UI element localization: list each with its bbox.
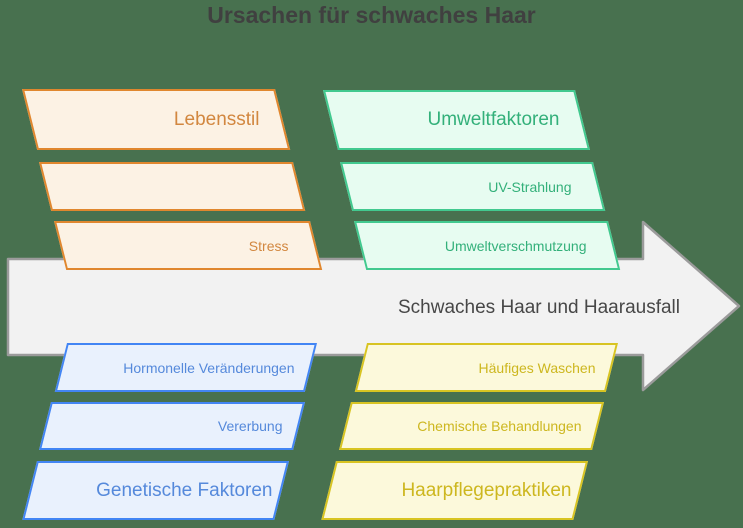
category-haarpflegepraktiken: Haarpflegepraktiken bbox=[321, 461, 588, 520]
cause-stress-label: Stress bbox=[248, 237, 289, 254]
main-arrow-label: Schwaches Haar und Haarausfall bbox=[398, 297, 680, 318]
cause-hormonelle-veraenderungen-label: Hormonelle Veränderungen bbox=[123, 359, 295, 376]
cause-vererbung-label: Vererbung bbox=[217, 418, 283, 434]
category-umweltfaktoren-label: Umweltfaktoren bbox=[427, 109, 560, 130]
cause-stress: Stress bbox=[54, 221, 323, 270]
category-lebensstil-label: Lebensstil bbox=[173, 108, 260, 130]
cause-lebensstil-empty-label bbox=[41, 164, 291, 209]
category-umweltfaktoren: Umweltfaktoren bbox=[323, 90, 590, 150]
cause-lebensstil-empty bbox=[39, 162, 306, 211]
cause-uv-strahlung-label: UV-Strahlung bbox=[488, 178, 572, 195]
cause-haeufiges-waschen-label: Häufiges Waschen bbox=[478, 359, 596, 376]
category-genetische-faktoren: Genetische Faktoren bbox=[22, 461, 290, 520]
category-genetische-faktoren-label: Genetische Faktoren bbox=[96, 479, 273, 501]
cause-haeufiges-waschen: Häufiges Waschen bbox=[354, 343, 618, 392]
cause-chemische-behandlungen-label: Chemische Behandlungen bbox=[417, 418, 582, 434]
cause-vererbung: Vererbung bbox=[39, 402, 305, 450]
cause-chemische-behandlungen: Chemische Behandlungen bbox=[339, 402, 604, 450]
cause-umweltverschmutzung: Umweltverschmutzung bbox=[354, 221, 621, 270]
cause-uv-strahlung: UV-Strahlung bbox=[340, 162, 606, 211]
cause-umweltverschmutzung-label: Umweltverschmutzung bbox=[444, 237, 587, 254]
diagram-title: Ursachen für schwaches Haar bbox=[207, 2, 536, 28]
category-haarpflegepraktiken-label: Haarpflegepraktiken bbox=[401, 479, 572, 501]
cause-hormonelle-veraenderungen: Hormonelle Veränderungen bbox=[54, 343, 317, 392]
category-lebensstil: Lebensstil bbox=[22, 89, 291, 150]
